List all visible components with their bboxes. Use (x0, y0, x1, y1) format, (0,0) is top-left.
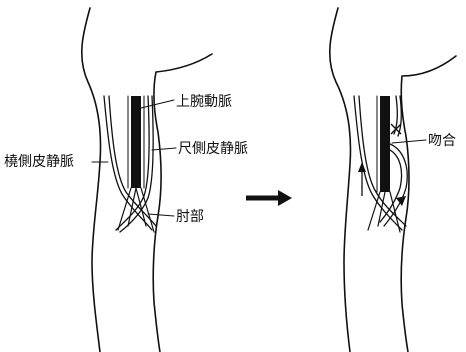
brachial-artery-label: 上腕動脈 (176, 94, 232, 110)
anastomosis-leader (392, 140, 426, 143)
basilic-vein-leader (152, 148, 176, 150)
cephalic-vein-label: 橈側皮静脈 (4, 154, 74, 170)
brachial-artery (131, 96, 141, 188)
left-arm-outline-left (82, 8, 101, 352)
elbow-leader (148, 214, 174, 216)
up-arrow-icon (358, 162, 366, 196)
basilic-vein-after-wall (398, 96, 401, 136)
right-arm-outline-left (330, 8, 351, 352)
brachial-artery-leader (141, 100, 174, 108)
right-arrow-icon (246, 190, 292, 206)
basilic-vein-label: 尺側皮静脈 (178, 141, 248, 157)
elbow-label: 肘部 (176, 209, 204, 225)
brachial-artery-after (380, 96, 390, 192)
right-arm-outline-right (401, 56, 456, 352)
right-arm-panel: 吻合 (330, 8, 456, 352)
anastomosis-label: 吻合 (428, 133, 456, 149)
down-arrow-icon (396, 196, 406, 206)
left-arm-panel: 上腕動脈 尺側皮静脈 橈側皮静脈 肘部 (4, 8, 248, 352)
